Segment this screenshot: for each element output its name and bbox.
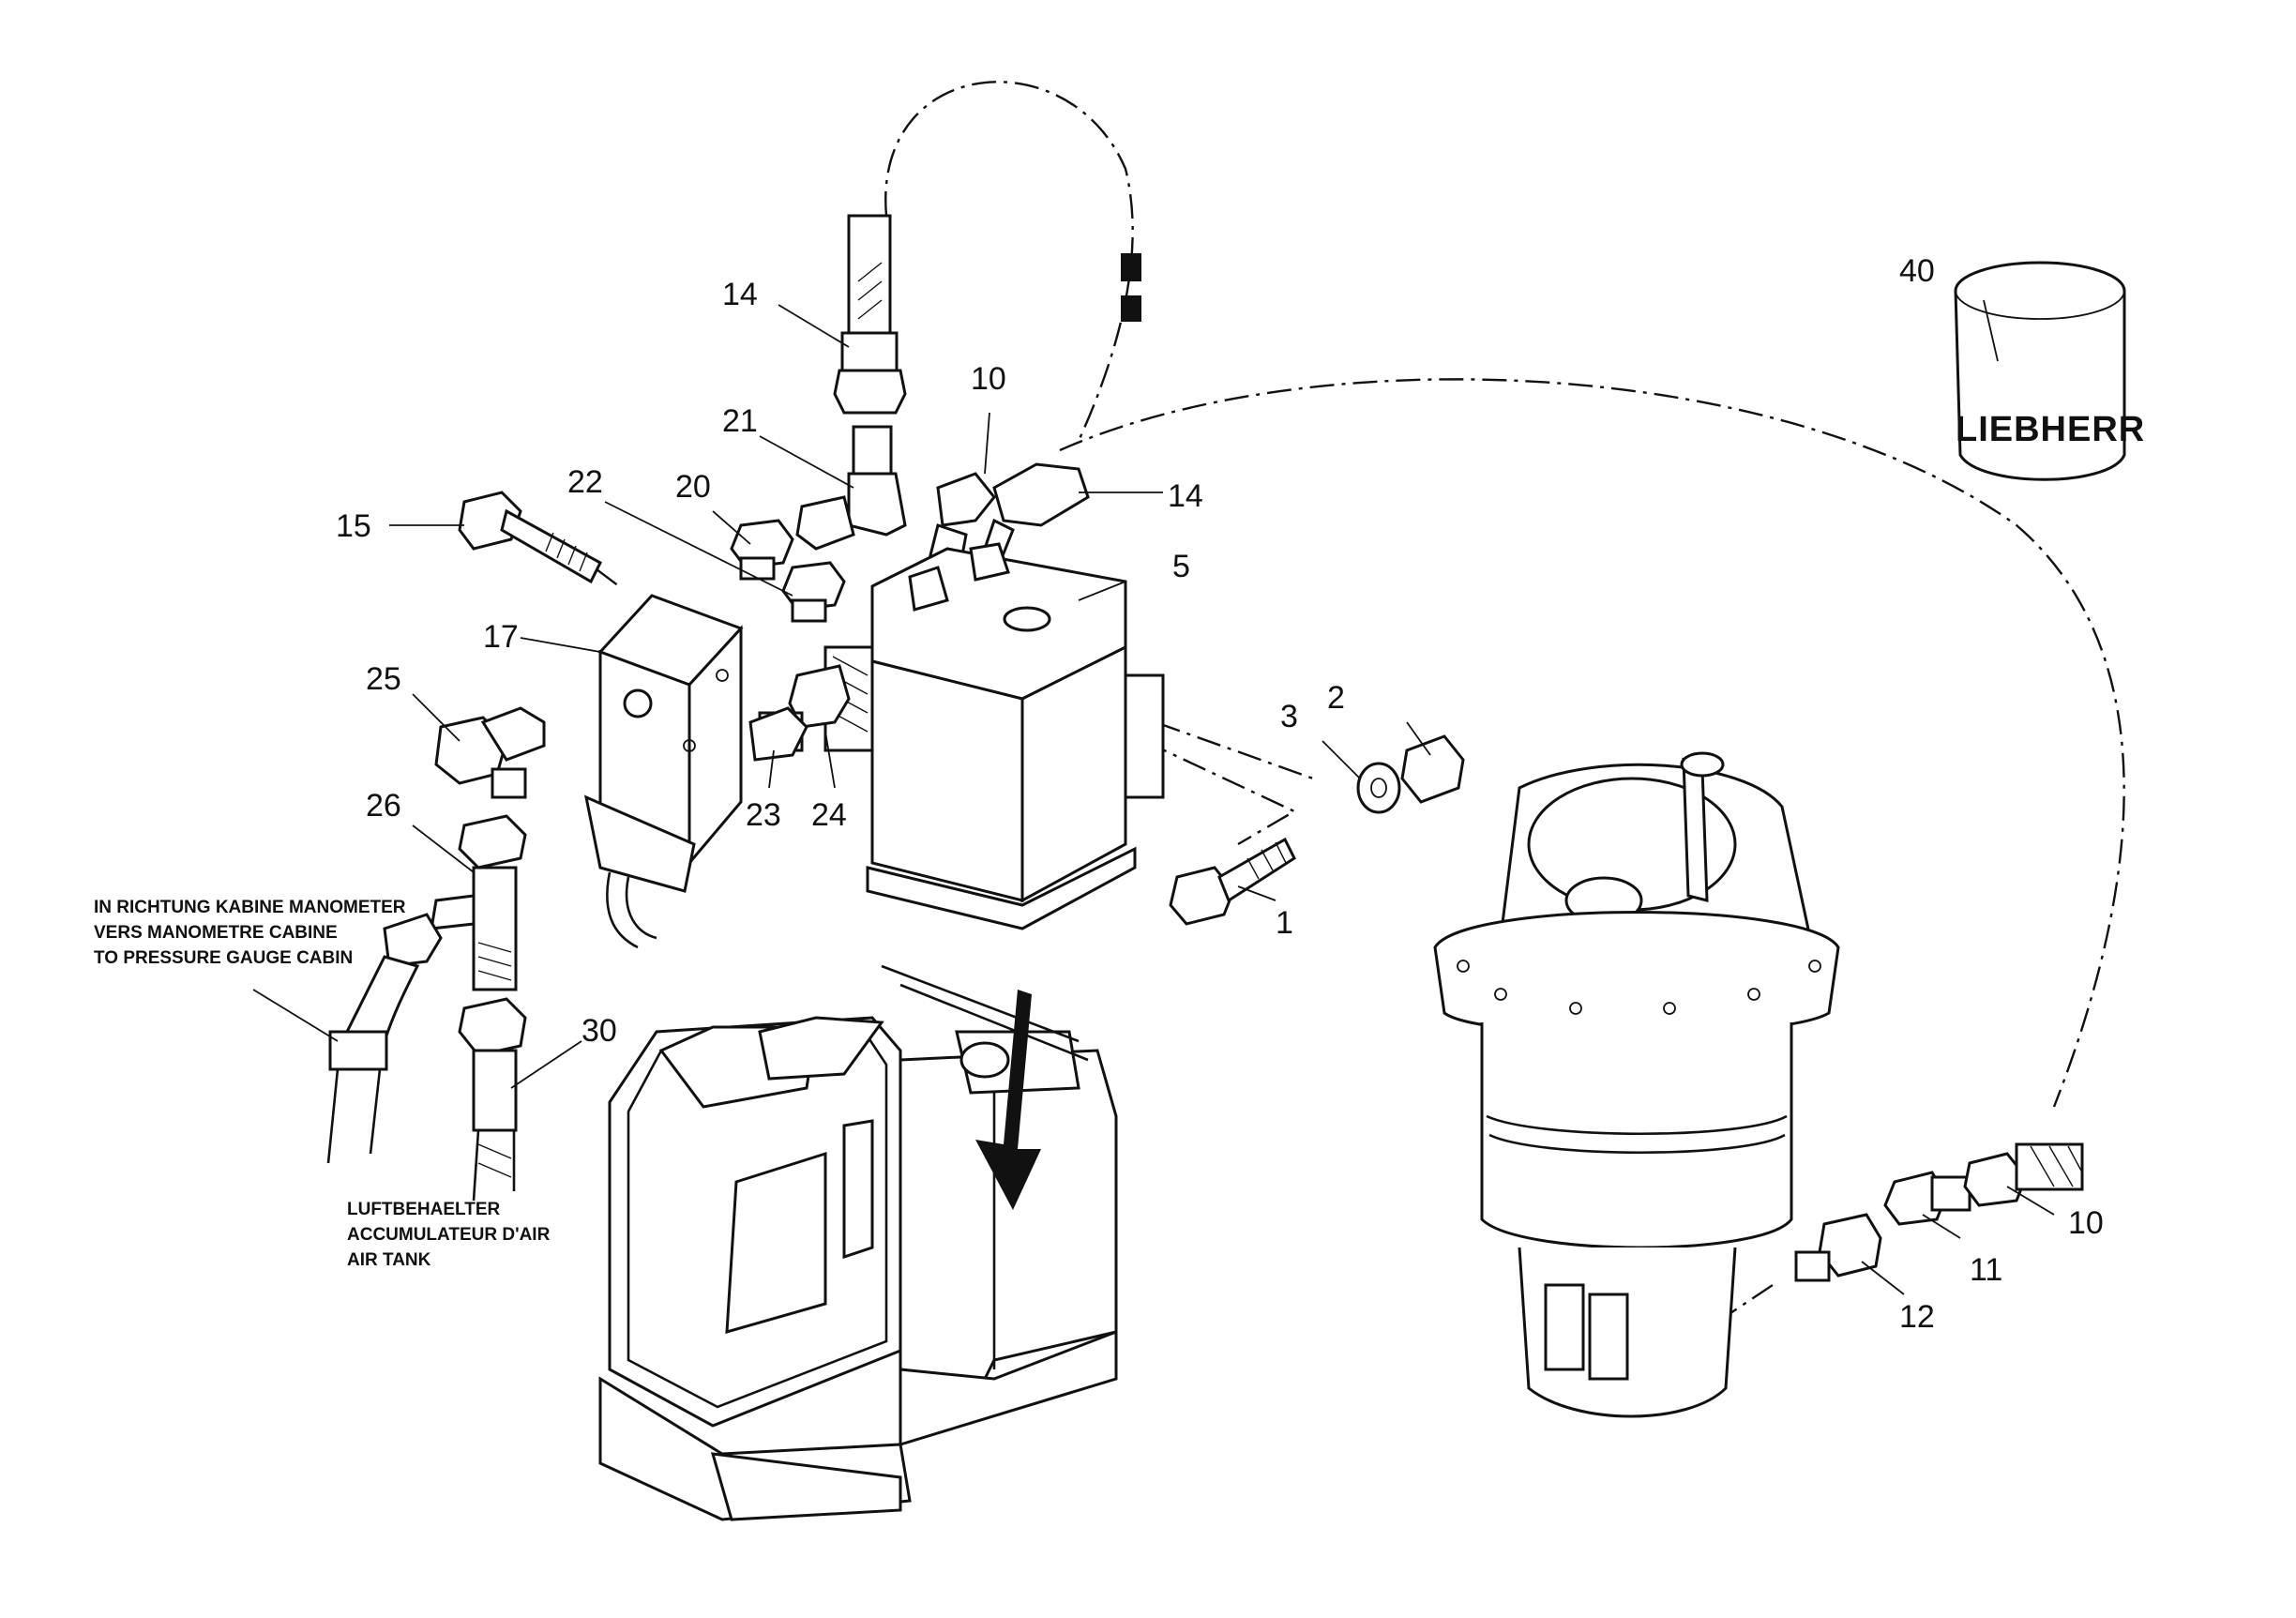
note-to-cabin-gauge: IN RICHTUNG KABINE MANOMETER VERS MANOME… — [94, 898, 406, 968]
callout-17: 17 — [483, 619, 519, 655]
callout-30: 30 — [582, 1013, 617, 1049]
callout-40: 40 — [1899, 253, 1935, 289]
excavator-uppercarriage — [598, 964, 1118, 1521]
washer-3 — [1356, 762, 1401, 814]
callout-12: 12 — [1899, 1299, 1935, 1335]
hose-clamp-mark — [1121, 295, 1141, 322]
note-air-tank: LUFTBEHAELTER ACCUMULATEUR D'AIR AIR TAN… — [347, 1200, 551, 1270]
svg-text:TO PRESSURE GAUGE CABIN: TO PRESSURE GAUGE CABIN — [94, 948, 353, 968]
callout-20: 20 — [675, 469, 711, 505]
callout-15: 15 — [336, 508, 371, 544]
callout-1: 1 — [1276, 905, 1293, 941]
callout-3: 3 — [1280, 699, 1298, 734]
hose-clamp-mark — [1121, 253, 1141, 281]
callout-10-bottom: 10 — [2068, 1205, 2104, 1241]
container-brand-label: LIEBHERR — [1956, 410, 2145, 449]
elbow-fitting-25 — [434, 706, 546, 799]
fitting-11 — [1883, 1171, 1971, 1226]
hose-to-cabin-gauge — [326, 913, 443, 1164]
svg-text:ACCUMULATEUR D'AIR: ACCUMULATEUR D'AIR — [347, 1225, 551, 1245]
fitting-23 — [748, 706, 808, 762]
svg-text:IN RICHTUNG KABINE MANOMETER: IN RICHTUNG KABINE MANOMETER — [94, 898, 406, 917]
callout-2: 2 — [1327, 680, 1345, 716]
fitting-22 — [781, 561, 846, 623]
slewing-gearbox — [1433, 751, 1840, 1418]
solenoid-valve-17 — [583, 594, 744, 949]
svg-text:LUFTBEHAELTER: LUFTBEHAELTER — [347, 1200, 501, 1219]
container-40: LIEBHERR — [1954, 261, 2145, 481]
fitting-12 — [1794, 1213, 1882, 1282]
hose-route-top-loop — [884, 81, 1134, 442]
bolt-15 — [458, 491, 602, 584]
tee-fitting-26 — [430, 814, 527, 991]
bolt-1 — [1169, 837, 1296, 926]
callout-14-valve: 14 — [1168, 478, 1203, 514]
elbow-fitting-21 — [795, 425, 907, 551]
svg-text:AIR TANK: AIR TANK — [347, 1250, 431, 1270]
fitting-10-gearbox — [1963, 1142, 2084, 1207]
callout-5: 5 — [1172, 549, 1190, 584]
fitting-30 — [458, 997, 527, 1202]
callout-21: 21 — [722, 403, 758, 439]
callout-10-top: 10 — [971, 361, 1006, 397]
leader-lines — [252, 299, 2055, 1295]
callout-14-top: 14 — [722, 277, 758, 312]
fitting-24 — [788, 645, 874, 752]
callout-24: 24 — [811, 797, 847, 833]
bolt-axis-2 — [1143, 739, 1297, 846]
callout-11: 11 — [1970, 1252, 2002, 1288]
callout-22: 22 — [567, 464, 603, 500]
svg-text:VERS MANOMETRE CABINE: VERS MANOMETRE CABINE — [94, 923, 338, 943]
callout-26: 26 — [366, 788, 401, 824]
nut-2 — [1400, 734, 1465, 804]
hose-14-top — [833, 214, 907, 415]
callout-23: 23 — [746, 797, 781, 833]
callout-25: 25 — [366, 661, 401, 697]
hose-route-long-arc — [1059, 378, 2125, 1108]
valve-block-5 — [866, 542, 1165, 930]
